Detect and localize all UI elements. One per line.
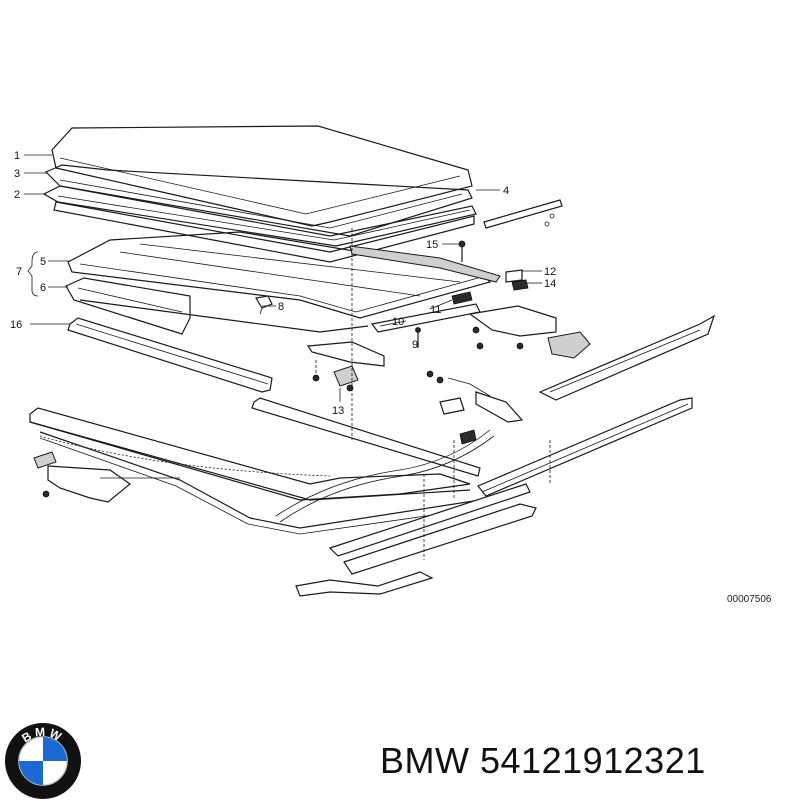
part-3-seal xyxy=(44,164,473,237)
diagram-reference-number: 00007506 xyxy=(727,594,772,605)
part-5-frame xyxy=(67,231,501,319)
part-8-clip xyxy=(255,295,273,315)
callout-4: 4 xyxy=(503,185,509,197)
cable-track xyxy=(39,429,495,523)
part-16-strip xyxy=(67,317,273,393)
callout-10: 10 xyxy=(392,316,404,328)
callout-14: 14 xyxy=(544,278,556,290)
leader-lines xyxy=(24,154,542,402)
callout-2: 2 xyxy=(14,189,20,201)
callout-11: 11 xyxy=(430,304,441,316)
brand-name: BMW xyxy=(380,740,470,781)
part-13-bracket xyxy=(306,341,385,392)
part-number: 54121912321 xyxy=(480,740,706,781)
part-11-block xyxy=(451,291,473,305)
part-14-nut xyxy=(511,279,529,291)
callout-3: 3 xyxy=(14,168,20,180)
guide-rail-long xyxy=(477,397,693,497)
part-4-strip xyxy=(483,199,563,229)
callout-15: 15 xyxy=(426,239,438,251)
part-12-bracket xyxy=(505,269,523,283)
rail-lower-1 xyxy=(328,483,531,557)
left-bracket xyxy=(33,451,180,503)
callout-16: 16 xyxy=(10,319,22,331)
part-1-glass-panel xyxy=(51,125,473,227)
callout-7: 7 xyxy=(16,266,22,278)
rail-lower-2 xyxy=(343,503,537,575)
callout-13: 13 xyxy=(332,405,344,417)
callout-9: 9 xyxy=(412,339,418,351)
cable-link xyxy=(426,370,524,445)
guide-rail-right xyxy=(538,314,716,401)
callout-5: 5 xyxy=(40,256,46,268)
part-10-rail xyxy=(370,303,481,333)
part-6-frame xyxy=(65,277,369,335)
lower-frame xyxy=(29,397,483,535)
hinge-assembly xyxy=(468,305,591,359)
svg-text:BMW: BMW xyxy=(19,725,66,746)
callout-labels: 1 3 2 4 5 7 6 16 8 15 12 14 11 10 9 13 xyxy=(10,150,556,417)
logo-letters: BMW xyxy=(19,725,63,746)
callout-6: 6 xyxy=(40,282,46,294)
callout-12: 12 xyxy=(544,266,556,278)
callout-8: 8 xyxy=(278,301,284,313)
rail-lower-3 xyxy=(295,571,434,597)
assembly-lines xyxy=(315,228,551,560)
bmw-logo: BMW xyxy=(5,723,81,799)
callout-1: 1 xyxy=(14,150,20,162)
part-2-frame xyxy=(42,185,477,263)
brand-part-number: BMW 54121912321 xyxy=(380,740,706,782)
